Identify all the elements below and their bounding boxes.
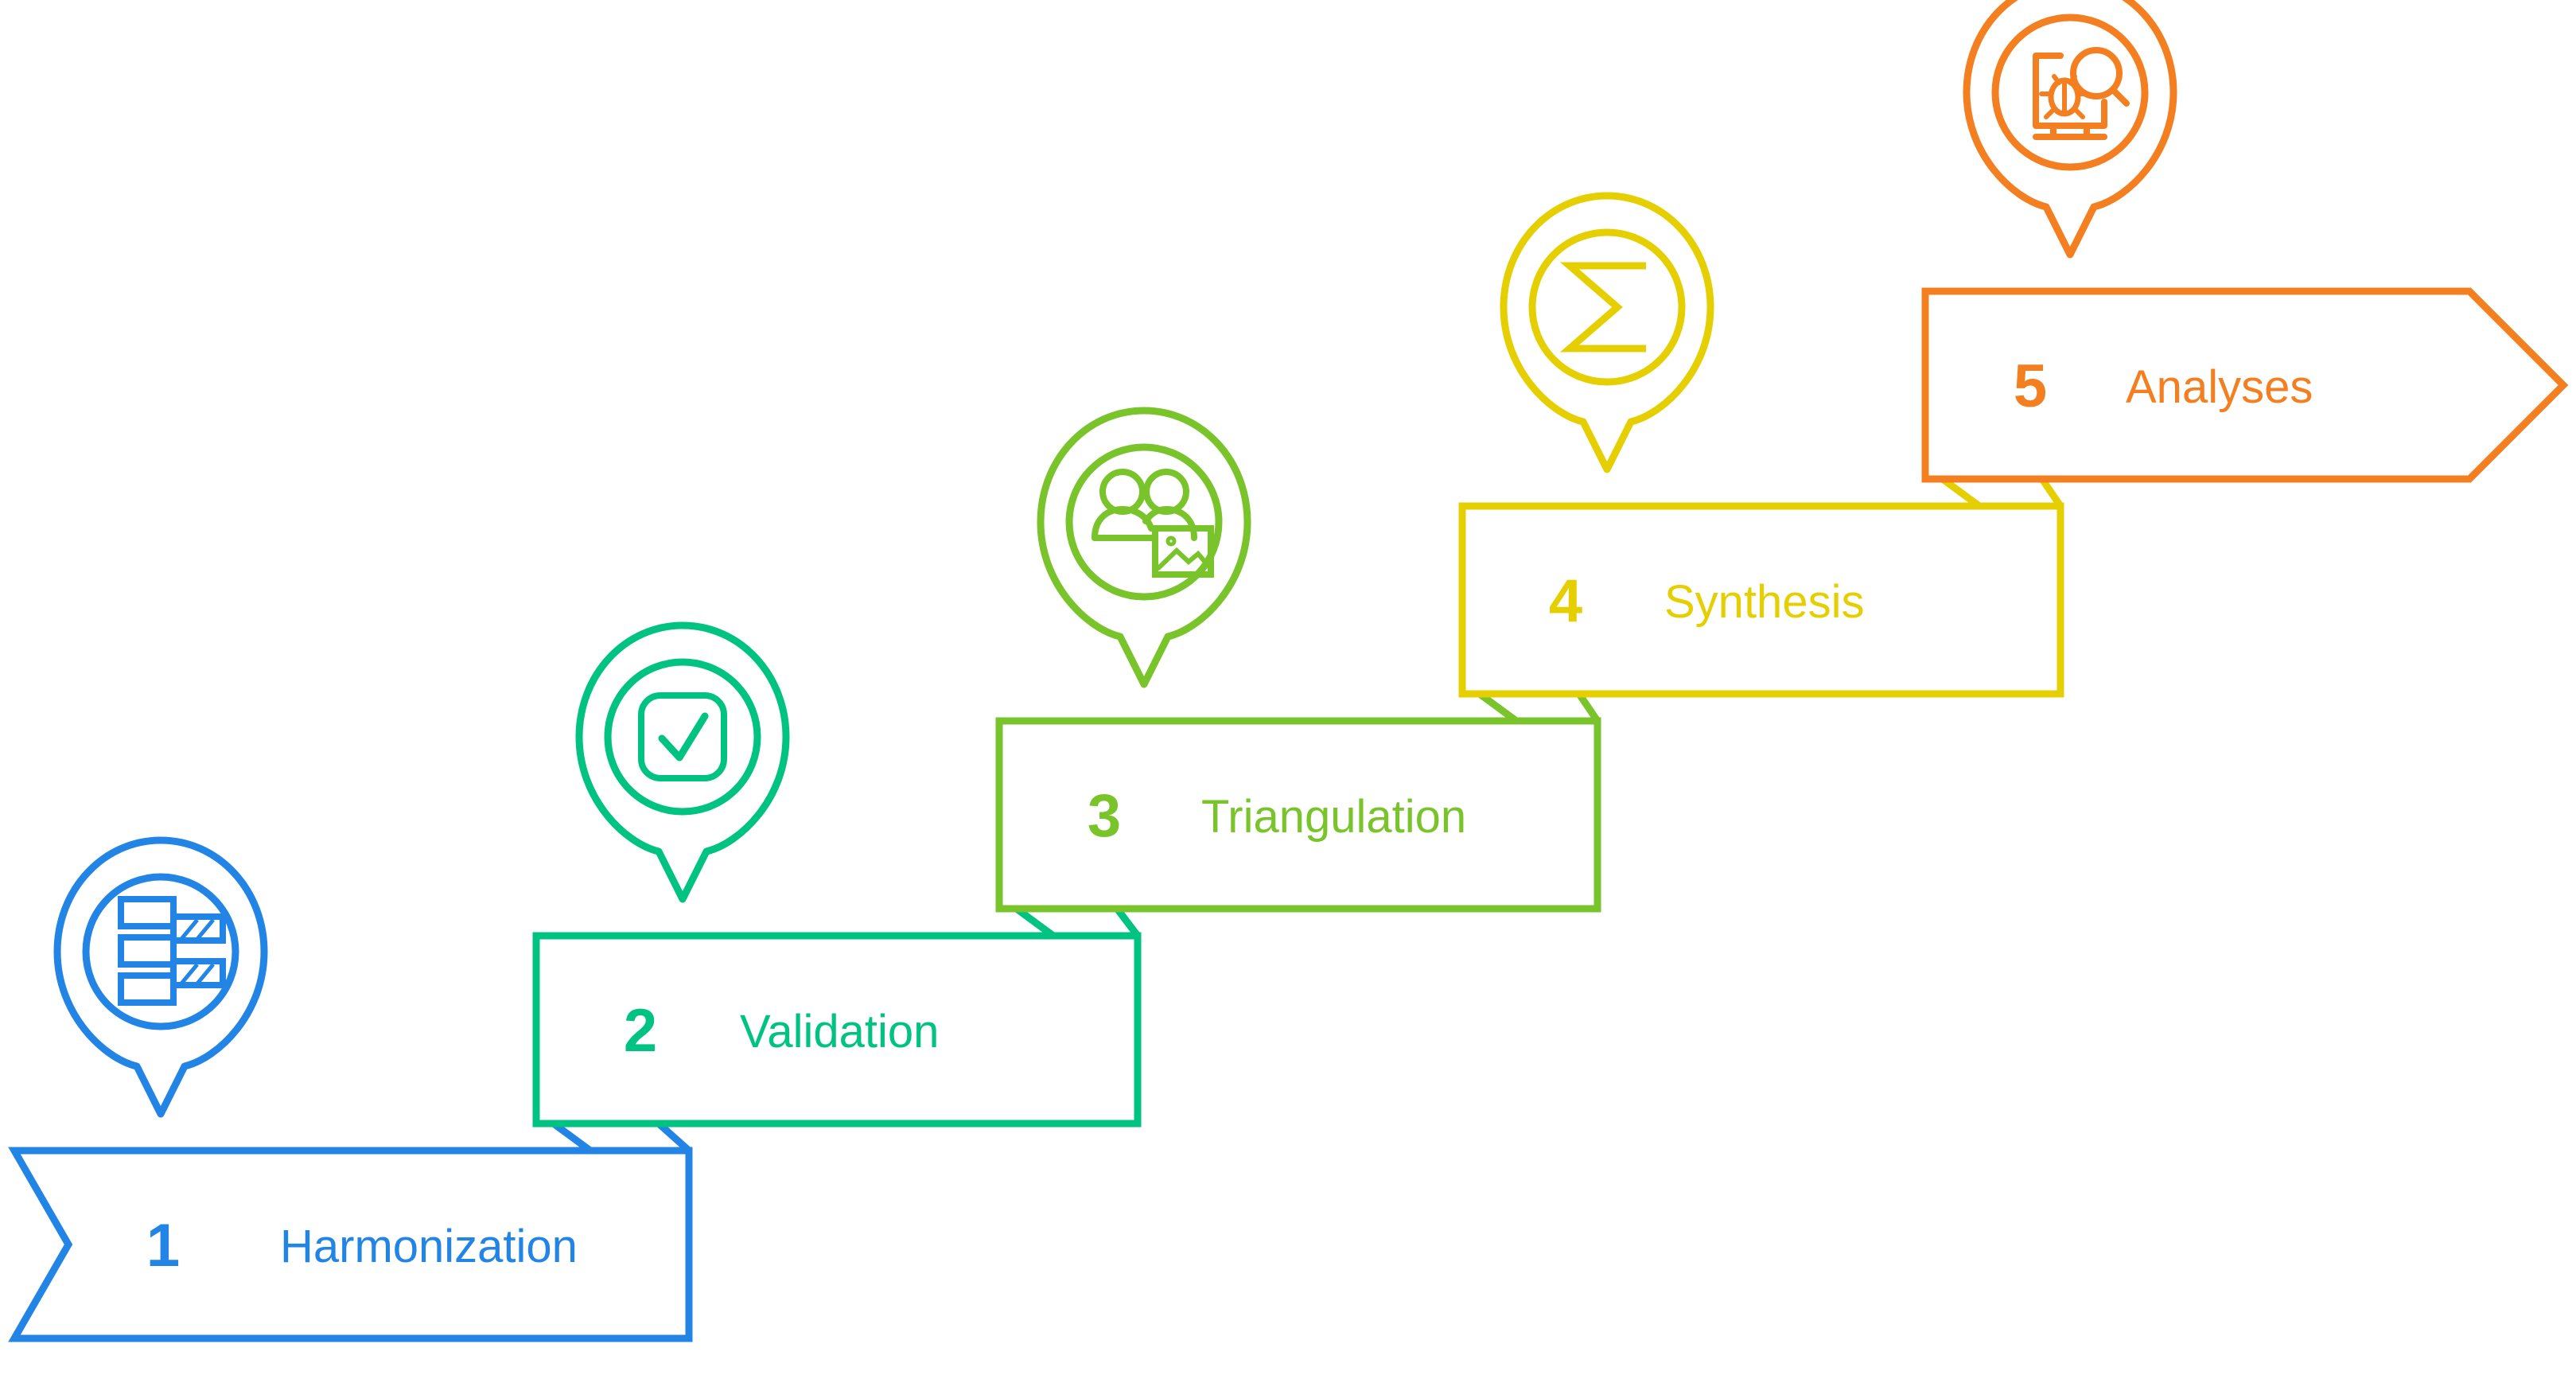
checkmark-box-icon [638,692,727,781]
step-3-banner[interactable] [995,717,1601,913]
step-4-number: 4 [1549,567,1582,635]
step-3-group[interactable]: 3 Triangulation [995,407,1601,913]
step-3-pin [1037,407,1251,688]
step-1-label: Harmonization [280,1221,578,1272]
step-1-number: 1 [146,1212,180,1280]
step-5-banner[interactable] [1921,287,2569,483]
step-2-group[interactable]: 2 Validation [532,621,1142,1128]
step-4-group[interactable]: 4 Synthesis [1458,192,2064,698]
step-3-number: 3 [1088,782,1121,850]
sigma-sum-icon [1559,262,1646,353]
step-5-group[interactable]: 5 Analyses [1921,0,2569,483]
step-2-banner[interactable] [532,932,1142,1128]
step-2-label: Validation [740,1006,939,1058]
step-1-banner[interactable] [8,1147,693,1342]
step-1-group[interactable]: 1 Harmonization [8,836,693,1342]
step-2-pin [575,621,790,903]
people-photo-icon [1091,469,1214,578]
step-2-number: 2 [624,997,657,1065]
step-5-label: Analyses [2126,361,2313,413]
step-3-label: Triangulation [1201,791,1466,843]
step-4-banner[interactable] [1458,502,2064,698]
step-4-pin [1500,192,1714,473]
monitor-bug-search-icon [2033,47,2130,140]
step-5-number: 5 [2014,353,2047,420]
step-4-label: Synthesis [1664,576,1864,628]
stacked-bars-table-icon [118,896,226,1006]
